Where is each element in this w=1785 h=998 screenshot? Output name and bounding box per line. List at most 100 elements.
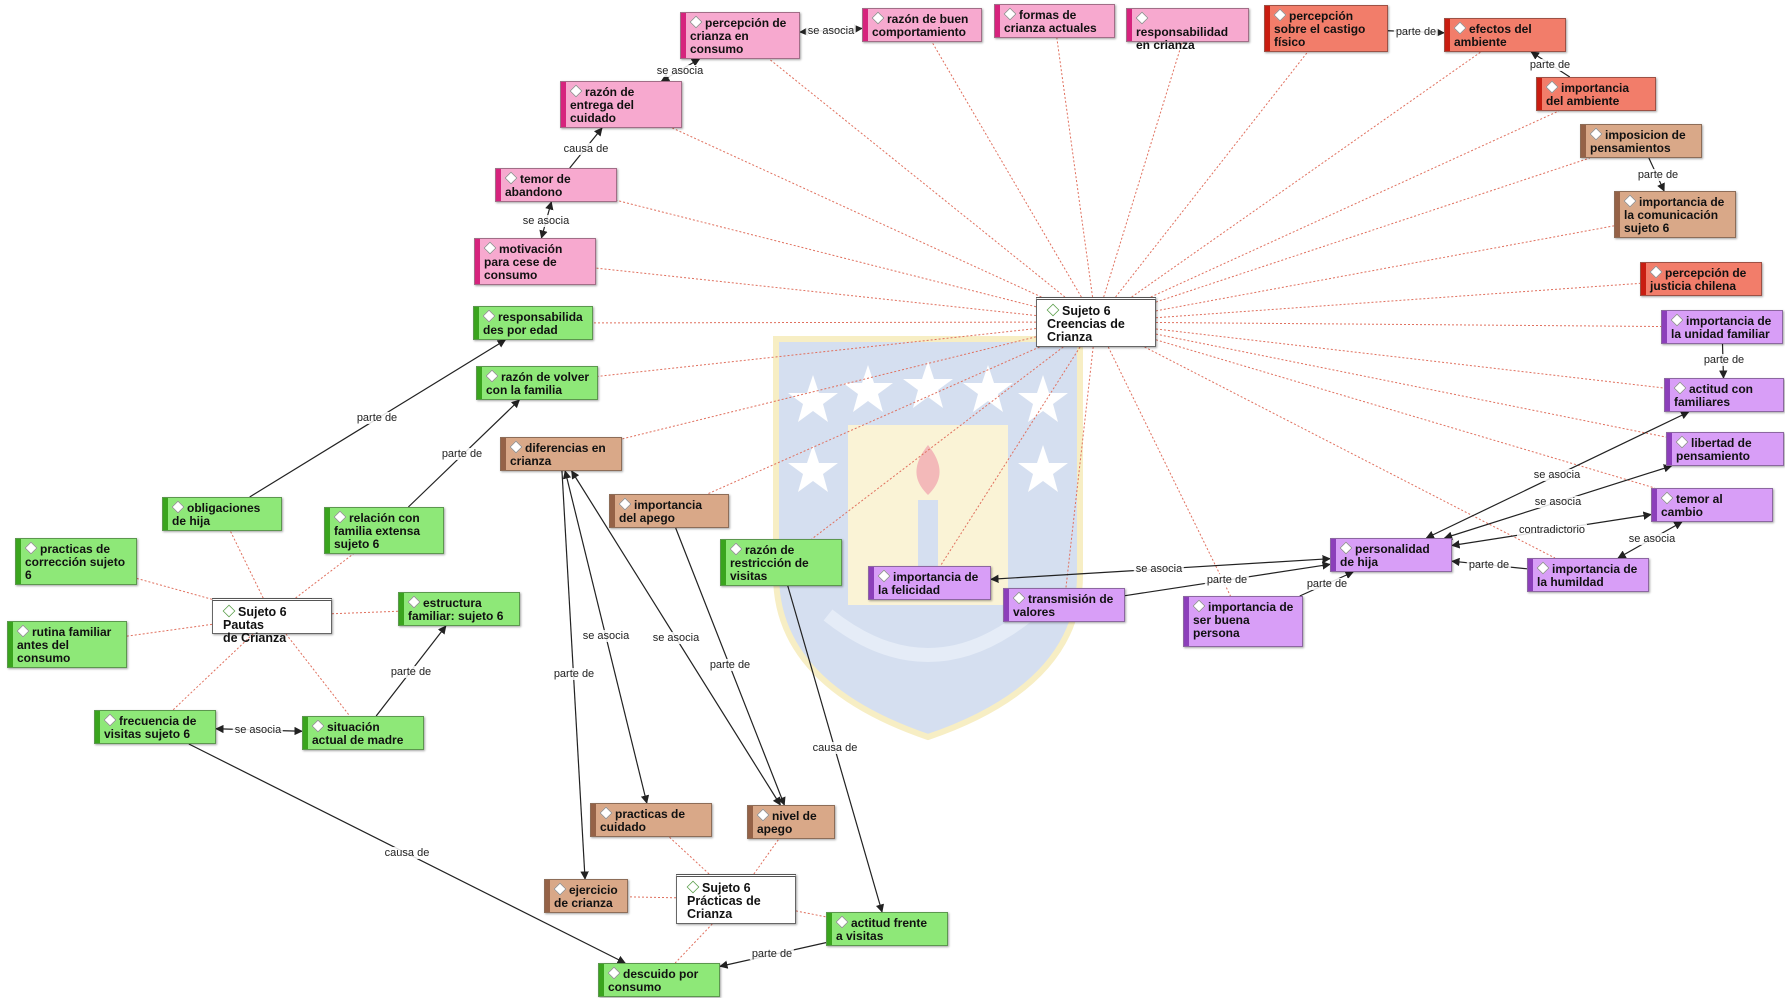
code-diamond-icon xyxy=(1670,313,1684,327)
code-diamond-icon xyxy=(1273,8,1287,22)
code-percepcion-crianza-consumo[interactable]: percepción de crianza en consumo xyxy=(680,12,800,59)
code-diamond-icon xyxy=(485,369,499,383)
association-edge xyxy=(1155,225,1615,312)
document-icon xyxy=(1046,303,1060,317)
code-diamond-icon xyxy=(103,713,117,727)
relation-label: parte de xyxy=(1393,26,1439,38)
code-diamond-icon xyxy=(756,808,770,822)
code-diamond-icon xyxy=(1135,11,1149,25)
code-relacion-familia-extensa[interactable]: relación con familia extensa sujeto 6 xyxy=(324,507,444,554)
association-edge xyxy=(592,321,1037,324)
code-diamond-icon xyxy=(1589,127,1603,141)
relation-label: se asocia xyxy=(805,25,857,37)
code-nivel-apego[interactable]: nivel de apego xyxy=(747,805,835,839)
code-responsabilidad-crianza[interactable]: responsabilidad en crianza xyxy=(1126,8,1249,52)
code-libertad-pensamiento[interactable]: libertad de pensamiento xyxy=(1666,432,1784,466)
relation-label: se asocia xyxy=(1626,533,1678,545)
code-diamond-icon xyxy=(1545,80,1559,94)
association-edge xyxy=(229,530,264,599)
association-edge xyxy=(1155,339,1655,489)
relation-label: parte de xyxy=(1635,169,1681,181)
code-razon-entrega-cuidado[interactable]: razón de entrega del cuidado xyxy=(560,81,682,128)
association-edge xyxy=(931,41,1082,298)
relation-label: parte de xyxy=(551,668,597,680)
code-responsabilidades-edad[interactable]: responsabilida des por edad xyxy=(473,306,593,340)
code-diamond-icon xyxy=(1339,541,1353,555)
code-actitud-frente-visitas[interactable]: actitud frente a visitas xyxy=(826,912,948,946)
association-edge xyxy=(595,267,1037,317)
association-edge xyxy=(1103,41,1183,298)
code-formas-crianza-actuales[interactable]: formas de crianza actuales xyxy=(994,4,1115,38)
code-estructura-familiar[interactable]: estructura familiar: sujeto 6 xyxy=(398,592,520,626)
code-diamond-icon xyxy=(333,510,347,524)
code-descuido-consumo[interactable]: descuido por consumo xyxy=(598,963,720,997)
code-diamond-icon xyxy=(1649,265,1663,279)
association-edge xyxy=(768,58,1066,298)
association-edge xyxy=(627,896,677,899)
association-edge xyxy=(753,838,780,875)
code-importancia-buena-persona[interactable]: importancia de ser buena persona xyxy=(1183,596,1303,647)
code-diamond-icon xyxy=(569,84,583,98)
association-edge xyxy=(1155,333,1667,438)
relation-label: causa de xyxy=(810,742,860,754)
association-edge xyxy=(1131,51,1482,298)
code-importancia-comunicacion[interactable]: importancia de la comunicación sujeto 6 xyxy=(1614,191,1736,238)
code-motivacion-cese-consumo[interactable]: motivación para cese de consumo xyxy=(474,238,596,285)
code-importancia-humildad[interactable]: importancia de la humildad xyxy=(1527,558,1649,592)
code-importancia-unidad-familiar[interactable]: importancia de la unidad familiar xyxy=(1661,310,1783,344)
association-edge xyxy=(1155,321,1662,328)
association-edge xyxy=(295,553,354,599)
code-diamond-icon xyxy=(871,11,885,25)
code-transmision-valores[interactable]: transmisión de valores xyxy=(1003,588,1125,622)
code-actitud-familiares[interactable]: actitud con familiares xyxy=(1664,378,1784,412)
relation-label: se asocia xyxy=(232,724,284,736)
code-percepcion-justicia-chilena[interactable]: percepción de justicia chilena xyxy=(1640,262,1762,296)
association-edge xyxy=(707,346,1040,495)
code-razon-buen-comportamiento[interactable]: razón de buen comportamiento xyxy=(862,8,982,42)
code-imposicion-pensamientos[interactable]: imposicion de pensamientos xyxy=(1580,124,1702,158)
code-razon-restriccion-visitas[interactable]: razón de restricción de visitas xyxy=(720,539,842,586)
document-practicas-crianza[interactable]: Sujeto 6 Prácticas de Crianza xyxy=(676,874,796,924)
relation-label: parte de xyxy=(1304,578,1350,590)
code-frecuencia-visitas[interactable]: frecuencia de visitas sujeto 6 xyxy=(94,710,216,744)
code-diamond-icon xyxy=(311,719,325,733)
code-importancia-apego[interactable]: importancia del apego xyxy=(609,494,729,528)
association-edge xyxy=(1155,282,1641,319)
code-diamond-icon xyxy=(171,500,185,514)
code-percepcion-castigo-fisico[interactable]: percepción sobre el castigo físico xyxy=(1264,5,1388,52)
code-efectos-ambiente[interactable]: efectos del ambiente xyxy=(1444,18,1566,52)
association-edge xyxy=(1115,51,1308,298)
code-diamond-icon xyxy=(1660,491,1674,505)
relation-label: parte de xyxy=(749,948,795,960)
code-importancia-felicidad[interactable]: importancia de la felicidad xyxy=(868,566,991,600)
code-rutina-familiar[interactable]: rutina familiar antes del consumo xyxy=(7,621,127,668)
code-practicas-correccion[interactable]: practicas de corrección sujeto 6 xyxy=(15,538,137,585)
code-diamond-icon xyxy=(482,309,496,323)
code-diferencias-crianza[interactable]: diferencias en crianza xyxy=(500,437,622,471)
document-pautas-crianza[interactable]: Sujeto 6 Pautas de Crianza xyxy=(212,598,332,645)
code-personalidad-hija[interactable]: personalidad de hija xyxy=(1330,538,1452,572)
code-diamond-icon xyxy=(1003,7,1017,21)
code-diamond-icon xyxy=(618,497,632,511)
relation-label: parte de xyxy=(439,448,485,460)
code-temor-abandono[interactable]: temor de abandono xyxy=(495,168,617,202)
association-edge xyxy=(668,836,710,875)
relation-label: se asocia xyxy=(580,630,632,642)
code-situacion-actual-madre[interactable]: situación actual de madre xyxy=(302,716,424,750)
code-obligaciones-hija[interactable]: obligaciones de hija xyxy=(162,497,282,531)
association-edge xyxy=(136,577,213,600)
relation-label: parte de xyxy=(388,666,434,678)
association-edge xyxy=(172,633,254,711)
relation-label: se asocia xyxy=(1133,563,1185,575)
code-ejercicio-crianza[interactable]: ejercicio de crianza xyxy=(544,879,628,913)
code-razon-volver-familia[interactable]: razón de volver con la familia xyxy=(476,366,598,400)
code-practicas-cuidado[interactable]: practicas de cuidado xyxy=(590,803,712,837)
document-icon xyxy=(222,604,236,618)
relation-label: se asocia xyxy=(654,65,706,77)
code-importancia-ambiente[interactable]: importancia del ambiente xyxy=(1536,77,1656,111)
association-edge xyxy=(1155,328,1665,389)
relation-label: parte de xyxy=(1204,574,1250,586)
code-temor-cambio[interactable]: temor al cambio xyxy=(1651,488,1773,522)
code-diamond-icon xyxy=(1673,381,1687,395)
document-creencias-crianza[interactable]: Sujeto 6 Creencias de Crianza xyxy=(1036,297,1156,347)
